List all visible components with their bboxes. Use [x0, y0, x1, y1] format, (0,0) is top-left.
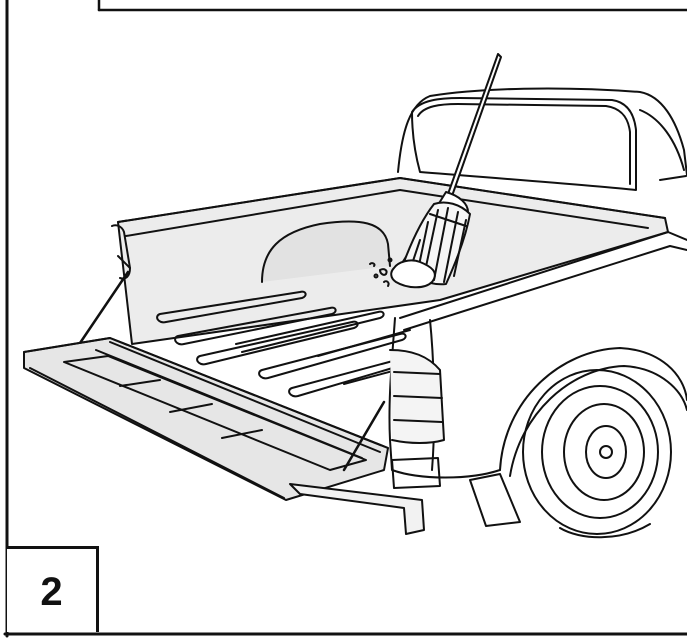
rear-wheel	[522, 369, 672, 539]
step-number: 2	[40, 570, 63, 614]
tailgate	[23, 337, 425, 535]
truck-bed	[117, 177, 669, 398]
water-splash-icon	[369, 257, 436, 289]
bed-side-rail	[76, 224, 131, 348]
panel-border	[3, 0, 687, 638]
truck-body-side	[388, 231, 687, 527]
truck-cab	[397, 87, 687, 191]
step-number-box: 2	[7, 546, 99, 632]
